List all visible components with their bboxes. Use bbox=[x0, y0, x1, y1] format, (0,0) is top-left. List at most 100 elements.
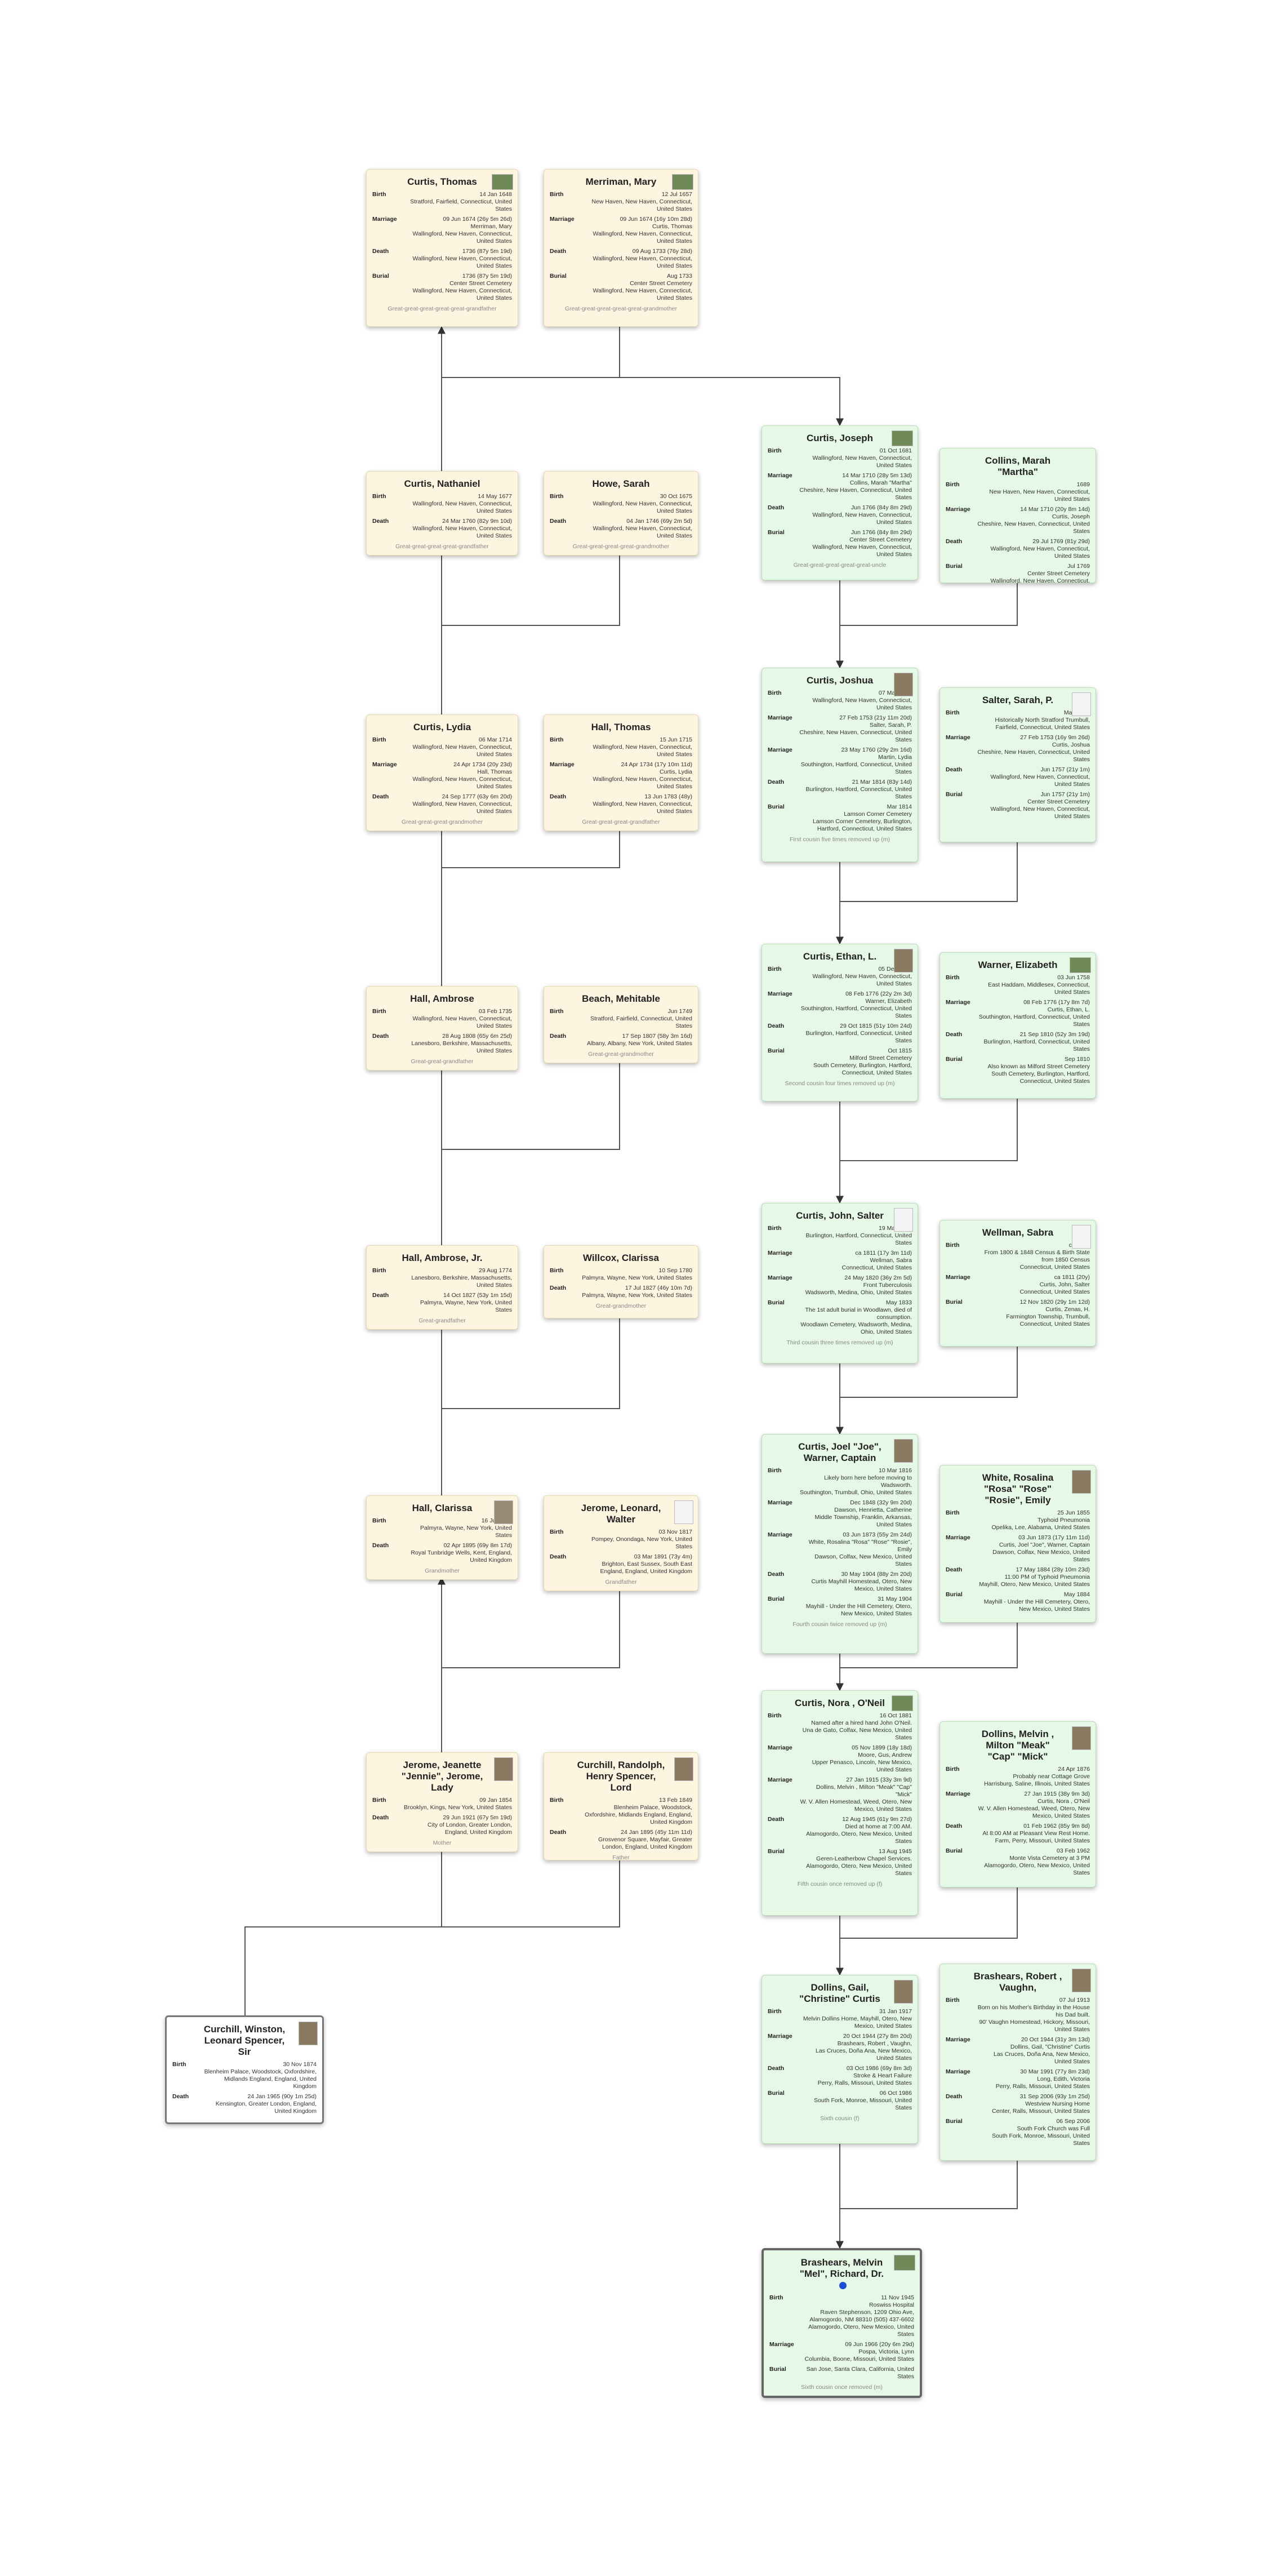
person-photo-icon[interactable] bbox=[1072, 692, 1091, 716]
person-name-text[interactable]: Hall, Clarissa bbox=[412, 1503, 473, 1513]
person-name[interactable]: Wellman, Sabra bbox=[972, 1227, 1064, 1238]
person-name[interactable]: Hall, Ambrose bbox=[398, 993, 486, 1005]
person-name[interactable]: Brashears, Melvin "Mel", Richard, Dr. bbox=[795, 2257, 888, 2291]
person-name-text[interactable]: White, Rosalina "Rosa" "Rose" "Rosie", E… bbox=[982, 1472, 1054, 1505]
person-photo-icon[interactable] bbox=[494, 1757, 513, 1781]
person-name[interactable]: Curtis, John, Salter bbox=[794, 1210, 886, 1222]
person-name[interactable]: Beach, Mehitable bbox=[576, 993, 666, 1005]
person-name-text[interactable]: Hall, Thomas bbox=[591, 722, 651, 732]
person-name[interactable]: Curtis, Nathaniel bbox=[398, 478, 486, 490]
person-name-text[interactable]: Howe, Sarah bbox=[592, 478, 650, 489]
person-card-wellman-sabra[interactable]: Wellman, SabraBirthca 1791From 1800 & 18… bbox=[939, 1220, 1096, 1347]
person-photo-icon[interactable] bbox=[894, 2255, 915, 2271]
person-name[interactable]: Curchill, Winston, Leonard Spencer, Sir bbox=[198, 2024, 291, 2058]
person-card-brashears-melvin[interactable]: Brashears, Melvin "Mel", Richard, Dr.Bir… bbox=[762, 2248, 922, 2398]
person-photo-icon[interactable] bbox=[299, 2022, 318, 2045]
person-photo-icon[interactable] bbox=[894, 1980, 913, 2004]
person-name[interactable]: Hall, Ambrose, Jr. bbox=[398, 1253, 486, 1264]
person-name[interactable]: Curtis, Ethan, L. bbox=[794, 951, 886, 962]
person-photo-icon[interactable] bbox=[1072, 1225, 1091, 1249]
person-name-text[interactable]: Curtis, Joshua bbox=[806, 675, 874, 686]
person-photo-icon[interactable] bbox=[894, 949, 913, 972]
person-photo-icon[interactable] bbox=[492, 174, 513, 190]
person-name-text[interactable]: Brashears, Melvin "Mel", Richard, Dr. bbox=[799, 2257, 884, 2279]
person-photo-icon[interactable] bbox=[674, 1500, 693, 1524]
person-name[interactable]: Curtis, Joseph bbox=[794, 433, 886, 444]
person-photo-icon[interactable] bbox=[494, 1500, 513, 1524]
person-name[interactable]: Curchill, Randolph, Henry Spencer, Lord bbox=[576, 1760, 666, 1793]
person-name[interactable]: Hall, Clarissa bbox=[398, 1503, 486, 1514]
person-photo-icon[interactable] bbox=[894, 1439, 913, 1463]
person-name-text[interactable]: Curtis, Joseph bbox=[806, 433, 874, 443]
person-name-text[interactable]: Curtis, Thomas bbox=[407, 176, 477, 187]
person-name[interactable]: Curtis, Nora , O'Neil bbox=[794, 1698, 886, 1709]
person-card-white-rosalina[interactable]: White, Rosalina "Rosa" "Rose" "Rosie", E… bbox=[939, 1465, 1096, 1623]
person-name[interactable]: Collins, Marah "Martha" bbox=[972, 455, 1064, 478]
person-name[interactable]: Howe, Sarah bbox=[576, 478, 666, 490]
person-name[interactable]: Warner, Elizabeth bbox=[972, 960, 1064, 971]
person-photo-icon[interactable] bbox=[1072, 1969, 1091, 1992]
person-name[interactable]: Jerome, Leonard, Walter bbox=[576, 1503, 666, 1525]
person-name[interactable]: Curtis, Joel "Joe", Warner, Captain bbox=[794, 1441, 886, 1464]
person-name-text[interactable]: Dollins, Gail, "Christine" Curtis bbox=[799, 1982, 880, 2004]
person-name-text[interactable]: Jerome, Jeanette "Jennie", Jerome, Lady bbox=[401, 1760, 483, 1793]
person-name[interactable]: White, Rosalina "Rosa" "Rose" "Rosie", E… bbox=[972, 1472, 1064, 1506]
person-photo-icon[interactable] bbox=[1072, 1726, 1091, 1750]
person-name-text[interactable]: Merriman, Mary bbox=[585, 176, 657, 187]
person-name-text[interactable]: Curtis, Ethan, L. bbox=[803, 951, 877, 962]
person-name-text[interactable]: Jerome, Leonard, Walter bbox=[581, 1503, 661, 1525]
person-name[interactable]: Merriman, Mary bbox=[576, 176, 666, 188]
person-photo-icon[interactable] bbox=[892, 1695, 913, 1711]
person-name-text[interactable]: Curchill, Randolph, Henry Spencer, Lord bbox=[577, 1760, 665, 1793]
person-name[interactable]: Curtis, Joshua bbox=[794, 675, 886, 686]
person-name-text[interactable]: Curtis, Nathaniel bbox=[404, 478, 480, 489]
person-name-text[interactable]: Brashears, Robert , Vaughn, bbox=[973, 1971, 1062, 1993]
person-name-text[interactable]: Salter, Sarah, P. bbox=[982, 695, 1054, 705]
person-name-text[interactable]: Curchill, Winston, Leonard Spencer, Sir bbox=[203, 2024, 286, 2057]
person-photo-icon[interactable] bbox=[1072, 1470, 1091, 1494]
person-name-text[interactable]: Hall, Ambrose bbox=[410, 993, 474, 1004]
person-name-text[interactable]: Curtis, Nora , O'Neil bbox=[795, 1698, 885, 1708]
person-name[interactable]: Salter, Sarah, P. bbox=[972, 695, 1064, 706]
person-name-text[interactable]: Curtis, Joel "Joe", Warner, Captain bbox=[798, 1441, 881, 1463]
person-photo-icon[interactable] bbox=[672, 174, 693, 190]
person-photo-icon[interactable] bbox=[894, 1208, 913, 1232]
person-name[interactable]: Willcox, Clarissa bbox=[576, 1253, 666, 1264]
person-name-text[interactable]: Dollins, Melvin , Milton "Meak" "Cap" "M… bbox=[981, 1729, 1054, 1762]
person-name[interactable]: Dollins, Gail, "Christine" Curtis bbox=[794, 1982, 886, 2005]
person-name-text[interactable]: Wellman, Sabra bbox=[982, 1227, 1054, 1238]
person-name-text[interactable]: Willcox, Clarissa bbox=[583, 1253, 659, 1263]
person-photo-icon[interactable] bbox=[1070, 957, 1091, 973]
person-photo-icon[interactable] bbox=[674, 1757, 693, 1781]
person-name-text[interactable]: Hall, Ambrose, Jr. bbox=[402, 1253, 483, 1263]
person-photo-icon[interactable] bbox=[894, 673, 913, 696]
person-name[interactable]: Hall, Thomas bbox=[576, 722, 666, 733]
person-photo-icon[interactable] bbox=[892, 430, 913, 446]
person-card-dollins-melvin[interactable]: Dollins, Melvin , Milton "Meak" "Cap" "M… bbox=[939, 1721, 1096, 1887]
person-name[interactable]: Curtis, Thomas bbox=[398, 176, 486, 188]
person-name-text[interactable]: Collins, Marah "Martha" bbox=[985, 455, 1051, 477]
